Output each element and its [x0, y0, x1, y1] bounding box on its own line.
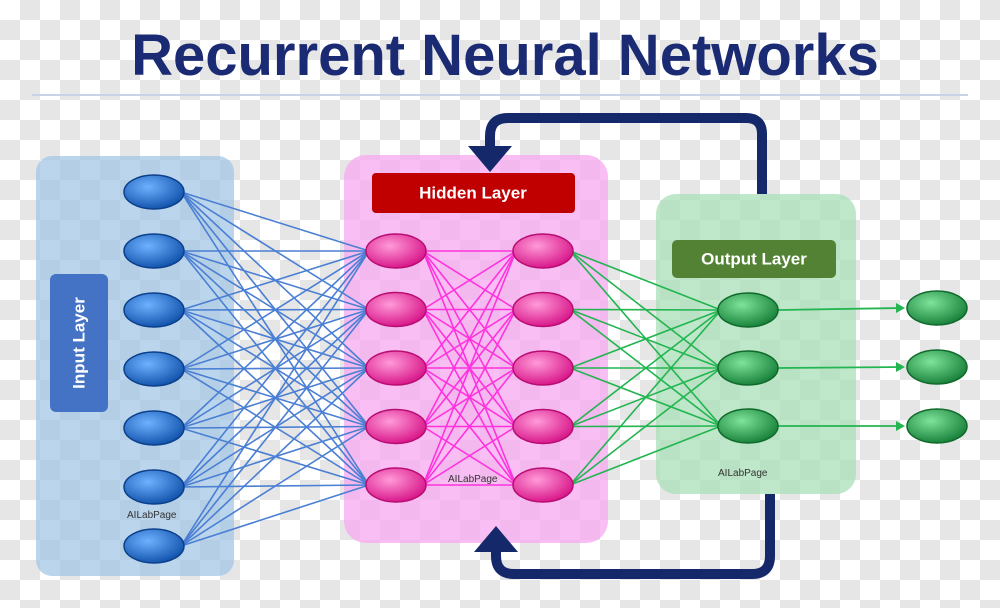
edge-hidden-hidden: [422, 250, 517, 427]
hidden-neuron: [512, 467, 574, 503]
final-output-neuron: [906, 290, 968, 326]
edge-input-hidden: [180, 250, 370, 311]
output-layer-label: Output Layer: [701, 250, 807, 269]
hidden-layer-label: Hidden Layer: [419, 184, 527, 203]
recurrent-arrowhead-top: [468, 146, 512, 172]
edge-hidden-hidden: [422, 250, 517, 486]
recurrent-loop-top: [485, 113, 767, 194]
input-layer-label: Input Layer: [70, 297, 89, 389]
edge-input-hidden: [180, 425, 370, 547]
page-title: Recurrent Neural Networks: [131, 23, 879, 88]
edge-input-hidden: [180, 309, 370, 547]
edge-input-hidden: [180, 250, 370, 429]
input-layer-label-box: [50, 274, 108, 412]
edge-hidden-output: [569, 309, 722, 369]
title-divider: [32, 94, 968, 96]
edge-hidden-output: [569, 309, 722, 486]
output-neuron: [717, 350, 779, 386]
hidden-neuron: [365, 291, 427, 328]
output-neuron: [717, 408, 779, 444]
watermark-output: AILabPage: [718, 468, 768, 479]
input-neuron: [123, 528, 185, 564]
neurons: [123, 174, 968, 564]
edge-hidden-output: [569, 309, 722, 428]
input-neuron: [123, 233, 185, 269]
edge-hidden-hidden: [422, 425, 517, 486]
watermark-input: AILabPage: [127, 510, 177, 521]
final-output-neuron: [906, 349, 968, 385]
edge-input-hidden: [180, 484, 370, 547]
input-neuron: [123, 292, 185, 328]
hidden-neuron: [512, 291, 574, 328]
edge-output-final: [777, 366, 902, 369]
edge-hidden-output: [569, 308, 722, 311]
input-neuron: [123, 469, 185, 505]
hidden-neuron: [512, 233, 574, 269]
output-neuron: [717, 292, 779, 328]
final-output-neuron: [906, 408, 968, 444]
input-neuron: [123, 174, 185, 210]
edge-hidden-hidden: [422, 309, 517, 486]
hidden-neuron: [512, 350, 574, 386]
recurrent-arrowhead-bottom: [474, 526, 518, 552]
edge-hidden-output: [569, 425, 722, 486]
edge-input-hidden: [180, 367, 370, 547]
edge-input-hidden: [180, 250, 370, 547]
edge-hidden-hidden: [422, 250, 517, 311]
hidden-neuron: [365, 233, 427, 269]
recurrent-loop-bottom: [491, 494, 775, 579]
edge-output-final-arrowhead: [896, 303, 905, 313]
hidden-neuron: [365, 350, 427, 386]
edge-input-hidden: [180, 250, 370, 370]
edge-hidden-output: [569, 250, 722, 311]
watermark-hidden: AILabPage: [448, 474, 498, 485]
edge-hidden-output: [569, 367, 722, 486]
edge-input-hidden: [180, 191, 370, 252]
hidden-neuron: [512, 408, 574, 445]
input-neuron: [123, 351, 185, 387]
output-layer-panel: [656, 194, 856, 494]
edge-input-hidden: [180, 250, 370, 488]
edge-output-final: [777, 307, 902, 311]
hidden-neuron: [365, 467, 427, 503]
output-layer-label-box: [672, 240, 836, 278]
edge-output-final-arrowhead: [896, 362, 905, 372]
edge-hidden-hidden: [422, 367, 517, 486]
input-neuron: [123, 410, 185, 446]
hidden-layer-label-box: [372, 173, 575, 213]
edge-output-final-arrowhead: [896, 421, 905, 431]
edge-hidden-hidden: [422, 250, 517, 369]
hidden-neuron: [365, 408, 427, 445]
connections: [180, 191, 905, 547]
